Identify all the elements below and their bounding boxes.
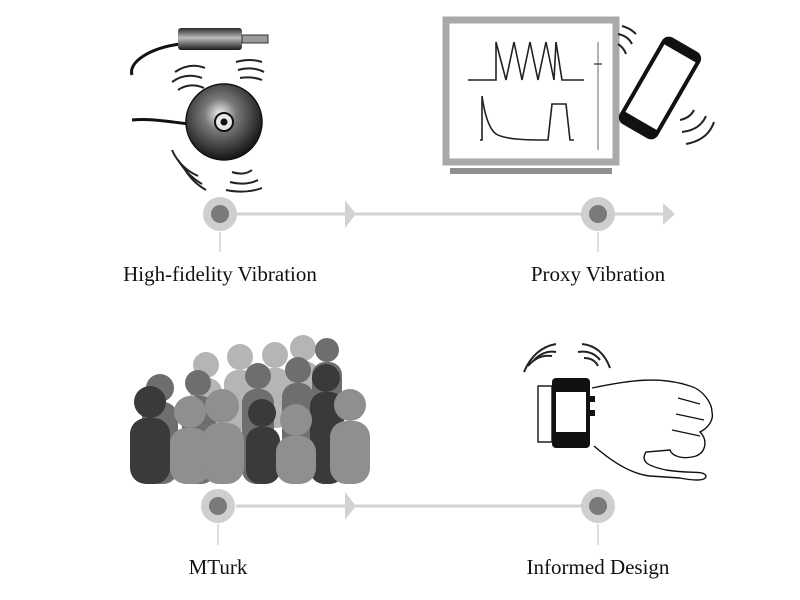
monitor-waveform-icon bbox=[442, 16, 620, 174]
node-high-fidelity bbox=[203, 197, 237, 231]
actuator-icon bbox=[130, 28, 269, 193]
node-proxy bbox=[581, 197, 615, 231]
timeline-bottom bbox=[201, 489, 615, 545]
node-mturk bbox=[201, 489, 235, 523]
label-mturk: MTurk bbox=[188, 555, 248, 579]
smartwatch-arm-icon bbox=[523, 343, 714, 481]
label-proxy-vibration: Proxy Vibration bbox=[530, 262, 666, 286]
label-high-fidelity-vibration: High-fidelity Vibration bbox=[123, 262, 317, 286]
crowd-icon bbox=[130, 335, 370, 484]
smartphone-icon bbox=[617, 25, 715, 145]
node-informed-design bbox=[581, 489, 615, 523]
timeline-top bbox=[203, 197, 675, 252]
label-informed-design: Informed Design bbox=[526, 555, 670, 579]
